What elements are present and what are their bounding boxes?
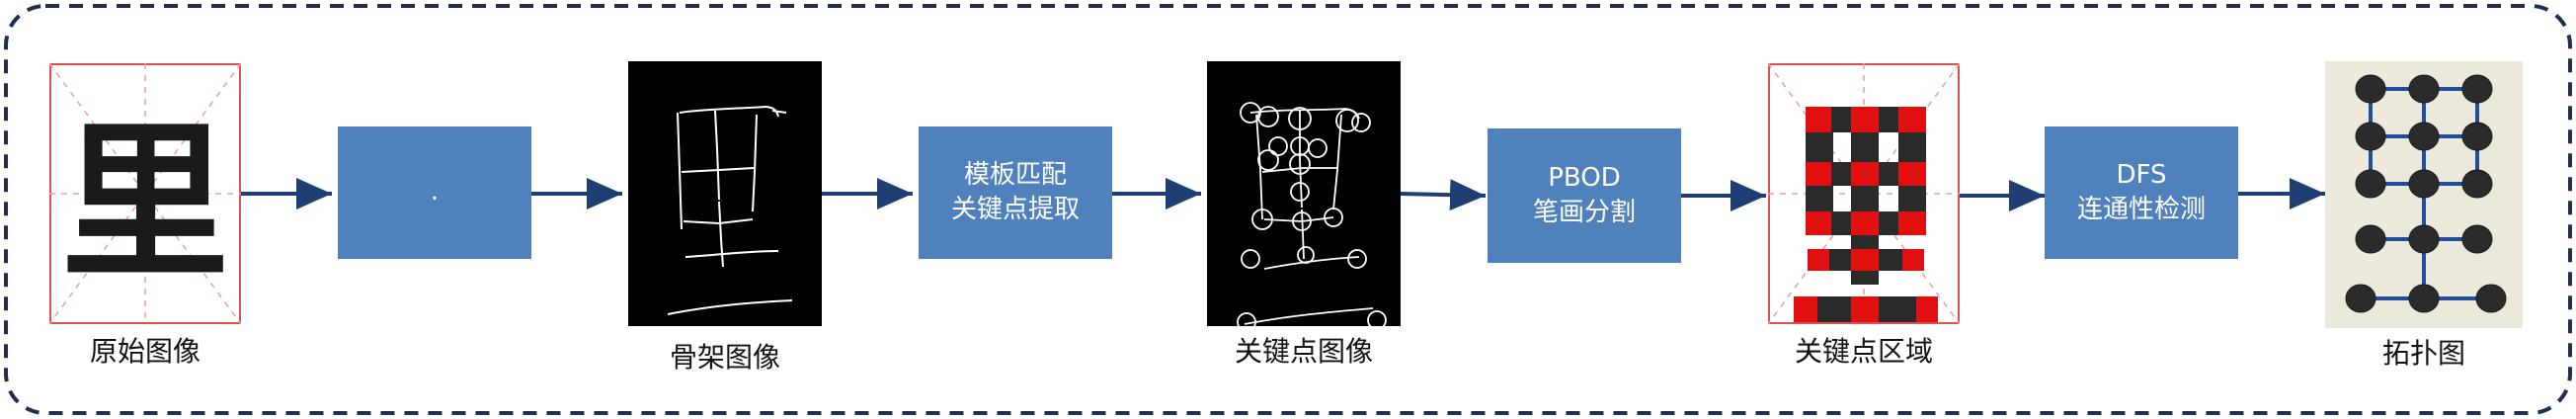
keypoint-image	[1207, 61, 1401, 326]
skeleton-image-panel	[628, 61, 822, 326]
keypoint-region-image	[1768, 63, 1960, 324]
stage-2-label: 模板匹配 关键点提取	[950, 159, 1080, 224]
stage-4-label: DFS 连通性检测	[2076, 159, 2206, 224]
stage-3-label: PBOD 笔画分割	[1532, 162, 1636, 227]
stage-box-1: .	[338, 126, 531, 259]
stage-box-4: DFS 连通性检测	[2045, 126, 2238, 259]
dashed-frame	[4, 4, 2572, 415]
caption-regions: 关键点区域	[1794, 335, 1933, 368]
arrow-5	[1400, 179, 1487, 211]
keypoint-region-panel	[1768, 63, 1960, 324]
caption-keypoints: 关键点图像	[1234, 335, 1373, 368]
stage-1-label: .	[430, 177, 440, 208]
caption-original: 原始图像	[89, 335, 201, 368]
glyph-original: 里	[61, 104, 229, 301]
original-image: 里	[49, 63, 241, 324]
topology-panel	[2325, 61, 2523, 328]
topology-graph	[2325, 61, 2523, 328]
stage-box-2: 模板匹配 关键点提取	[919, 126, 1112, 259]
caption-skeleton: 骨架图像	[669, 341, 780, 374]
original-image-panel: 里	[49, 63, 241, 324]
stage-box-3: PBOD 笔画分割	[1488, 128, 1681, 263]
caption-topology: 拓扑图	[2381, 337, 2465, 370]
keypoint-image-panel	[1207, 61, 1401, 326]
skeleton-image	[628, 61, 822, 326]
